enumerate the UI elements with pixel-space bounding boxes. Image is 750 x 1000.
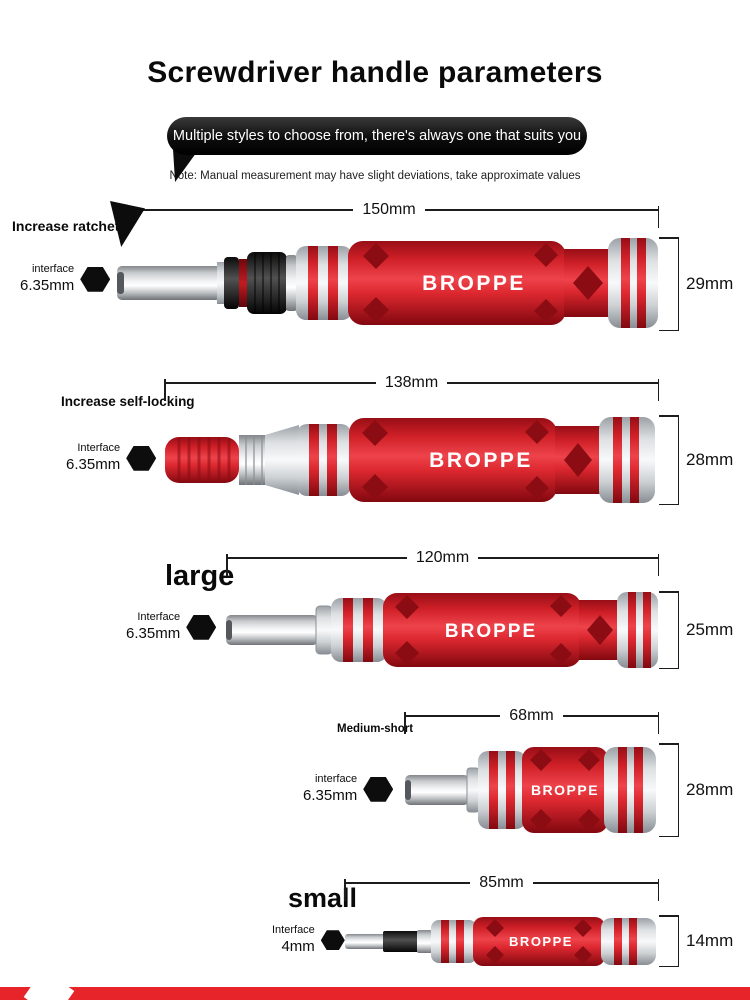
banner: Multiple styles to choose from, there's … (167, 117, 587, 155)
banner-text: Multiple styles to choose from, there's … (172, 128, 582, 144)
model-name: small (288, 883, 358, 913)
footer-slash-decoration (23, 969, 75, 1000)
hex-bit-icon (126, 445, 157, 471)
interface-spec: interface 6.35mm (303, 773, 394, 806)
brand-text: BROPPE (445, 621, 537, 642)
note-text: Note: Manual measurement may have slight… (169, 170, 581, 182)
dimension-line (677, 237, 679, 331)
length-dimension: 138mm (164, 374, 660, 401)
interface-spec: Interface 4mm (272, 924, 345, 957)
shaft (345, 934, 393, 949)
footer-bar (0, 987, 750, 1000)
length-dimension: 120mm (226, 549, 660, 576)
model-name: Medium-short (337, 723, 414, 735)
diameter-value: 29mm (686, 274, 734, 293)
interface-size: 4mm (281, 937, 315, 955)
hex-bit (383, 931, 419, 952)
handle-end-cap (604, 747, 656, 833)
length-dimension: 85mm (344, 874, 660, 901)
interface-size: 6.35mm (126, 624, 181, 642)
interface-spec: interface 6.35mm (20, 263, 111, 296)
diameter-dimension: 25mm (659, 591, 733, 669)
interface-label: interface (31, 263, 75, 275)
shaft (405, 775, 469, 805)
shaft (226, 615, 318, 645)
handle-end-cap (599, 417, 655, 503)
diameter-value: 28mm (686, 450, 734, 469)
diameter-dimension: 28mm (659, 415, 733, 505)
diameter-dimension: 29mm (659, 237, 733, 331)
interface-size: 6.35mm (66, 455, 121, 473)
diameter-dimension: 28mm (659, 743, 733, 837)
brand-text: BROPPE (429, 449, 533, 472)
handle-body (349, 418, 557, 502)
interface-size: 6.35mm (303, 786, 358, 804)
grip-front (331, 598, 387, 662)
diameter-value: 14mm (686, 931, 734, 950)
shaft (117, 266, 221, 300)
interface-label: Interface (77, 442, 121, 454)
model-name: large (165, 560, 235, 592)
handle-end-cap (608, 238, 658, 328)
interface-spec: Interface 6.35mm (126, 611, 217, 644)
ratchet-collar (247, 252, 287, 314)
diameter-value: 28mm (686, 780, 734, 799)
handle-end-cap (617, 592, 658, 668)
screwdriver-increase-ratchet: BROPPE (117, 238, 658, 328)
model-name: Increase ratchet (12, 218, 120, 234)
screwdriver-large: BROPPE (226, 592, 658, 668)
grip-front (296, 246, 352, 320)
dimension-tick (657, 206, 660, 228)
interface-spec: Interface 6.35mm (66, 442, 157, 475)
dimension-line (120, 209, 354, 211)
length-value: 85mm (479, 874, 524, 891)
grip-front (297, 424, 351, 496)
interface-label: interface (314, 773, 358, 785)
dimension-line (424, 209, 658, 211)
hex-bit-icon (320, 930, 345, 951)
length-value: 150mm (362, 201, 416, 218)
handle-body (383, 593, 581, 667)
page-title: Screwdriver handle parameters (147, 56, 603, 89)
screwdriver-small: BROPPE (345, 917, 656, 966)
grip-front (431, 920, 477, 963)
length-value: 68mm (509, 707, 554, 724)
grip-front (478, 751, 526, 829)
length-dimension: 68mm (404, 707, 660, 734)
hex-bit-icon (186, 614, 217, 640)
interface-label: Interface (137, 611, 181, 623)
interface-size: 6.35mm (20, 276, 75, 294)
model-name: Increase self-locking (61, 394, 195, 409)
dimension-tick (659, 237, 679, 239)
length-value: 138mm (384, 374, 439, 391)
dimension-tick (659, 329, 679, 331)
hex-bit-icon (363, 776, 394, 802)
handle-body (473, 917, 605, 966)
diameter-value: 25mm (686, 620, 734, 639)
hex-bit-icon (80, 266, 111, 292)
screwdriver-medium-short: BROPPE (405, 747, 656, 833)
handle-end-cap (601, 918, 656, 965)
length-dimension: 150mm (119, 201, 660, 228)
handle-body (348, 241, 566, 325)
brand-text: BROPPE (531, 782, 599, 798)
length-value: 120mm (415, 549, 470, 566)
brand-text: BROPPE (509, 934, 573, 949)
brand-text: BROPPE (422, 272, 526, 295)
diameter-dimension: 14mm (659, 915, 733, 967)
screwdriver-self-locking: BROPPE (165, 417, 655, 503)
interface-label: Interface (272, 924, 315, 936)
